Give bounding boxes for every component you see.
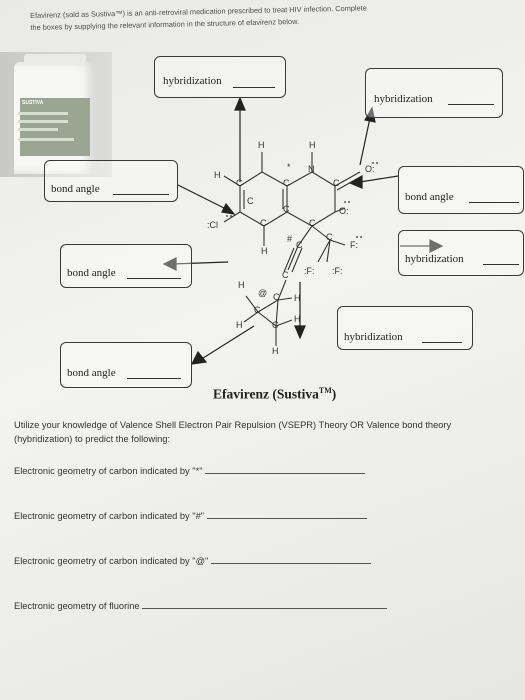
atom-h: H [294,293,301,303]
atom-c: C [296,240,303,250]
hash-marker: # [287,234,293,244]
label-stripe [18,128,58,131]
question-4-text: Electronic geometry of fluorine [14,601,140,611]
bottle-brand: SUSTIVA [22,100,44,106]
title-tm: TM [318,386,332,395]
atom-h: H [238,280,245,290]
box-label: bond angle [51,183,100,195]
box-label: hybridization [344,331,403,343]
box-label: bond angle [67,267,116,279]
sustiva-bottle-photo: SUSTIVA [0,52,112,177]
box-label: hybridization [405,253,464,265]
instructions-text: Utilize your knowledge of Valence Shell … [14,420,452,444]
question-1-text: Electronic geometry of carbon indicated … [14,466,203,476]
answer-line[interactable] [142,607,388,609]
atom-c: C [260,218,267,228]
atom-h: H [294,314,301,324]
bond-angle-box-left-upper[interactable]: bond angle [44,160,178,202]
box-label: hybridization [374,93,433,105]
bottle-image: SUSTIVA [14,54,96,174]
bottle-cap [24,54,86,64]
answer-blank[interactable] [422,342,462,343]
label-stripe [18,138,74,141]
star-marker: * [287,162,291,172]
bond-angle-box-bottom[interactable]: bond angle [60,342,192,388]
atom-o: O: [365,164,375,174]
atom-c: C [333,178,340,188]
question-2: Electronic geometry of carbon indicated … [14,511,367,521]
answer-line[interactable] [206,517,367,519]
answer-blank[interactable] [469,202,519,203]
atom-c: C [282,270,289,280]
box-label: bond angle [405,191,454,203]
answer-line[interactable] [205,472,366,474]
question-1: Electronic geometry of carbon indicated … [14,466,366,476]
atom-c: C [272,320,279,330]
atom-f: F: [350,240,358,250]
question-3-text: Electronic geometry of carbon indicated … [14,556,209,566]
box-label: hybridization [163,75,222,87]
question-2-text: Electronic geometry of carbon indicated … [14,511,205,521]
atom-h: H [236,320,243,330]
bond-angle-box-left-mid[interactable]: bond angle [60,244,192,288]
atom-c: C [283,178,290,188]
answer-line[interactable] [210,562,371,564]
atom-c: C [236,178,243,188]
atom-h: H [309,140,316,150]
answer-blank[interactable] [127,278,181,279]
title-name: Efavirenz (Sustiva [213,386,319,402]
atom-o: O: [339,206,349,216]
atom-h: H [214,170,221,180]
atom-h: H [261,246,268,256]
atom-h: H [272,346,279,356]
atom-h: H [258,140,265,150]
atom-c: C [254,305,261,315]
atom-f: :F: [304,266,315,276]
answer-blank[interactable] [448,104,494,105]
atom-f: :F: [332,266,343,276]
title-close: ) [331,386,337,402]
atom-cl: :Cl [207,220,218,230]
atom-c: C [326,232,333,242]
question-3: Electronic geometry of carbon indicated … [14,556,371,566]
answer-blank[interactable] [127,378,181,379]
atom-c: C [247,196,254,206]
atom-c: C [283,204,290,214]
bond-angle-box-right[interactable]: bond angle [398,166,524,214]
box-label: bond angle [67,367,116,379]
molecule-title: Efavirenz (SustivaTM) [213,386,336,403]
hybridization-box-top-right[interactable]: hybridization [365,68,503,118]
answer-blank[interactable] [233,87,275,88]
at-marker: @ [258,288,268,298]
question-4: Electronic geometry of fluorine [14,601,388,611]
atom-c: C [309,218,316,228]
answer-blank[interactable] [483,264,519,265]
bottle-label [20,98,90,156]
label-stripe [18,112,68,115]
hybridization-box-top-left[interactable]: hybridization [154,56,286,98]
hybridization-box-right-mid[interactable]: hybridization [398,230,524,276]
hybridization-box-lower-right[interactable]: hybridization [337,306,473,350]
answer-blank[interactable] [113,194,169,195]
atom-c: C [273,292,280,302]
label-stripe [18,120,68,123]
atom-n: N [308,164,315,174]
